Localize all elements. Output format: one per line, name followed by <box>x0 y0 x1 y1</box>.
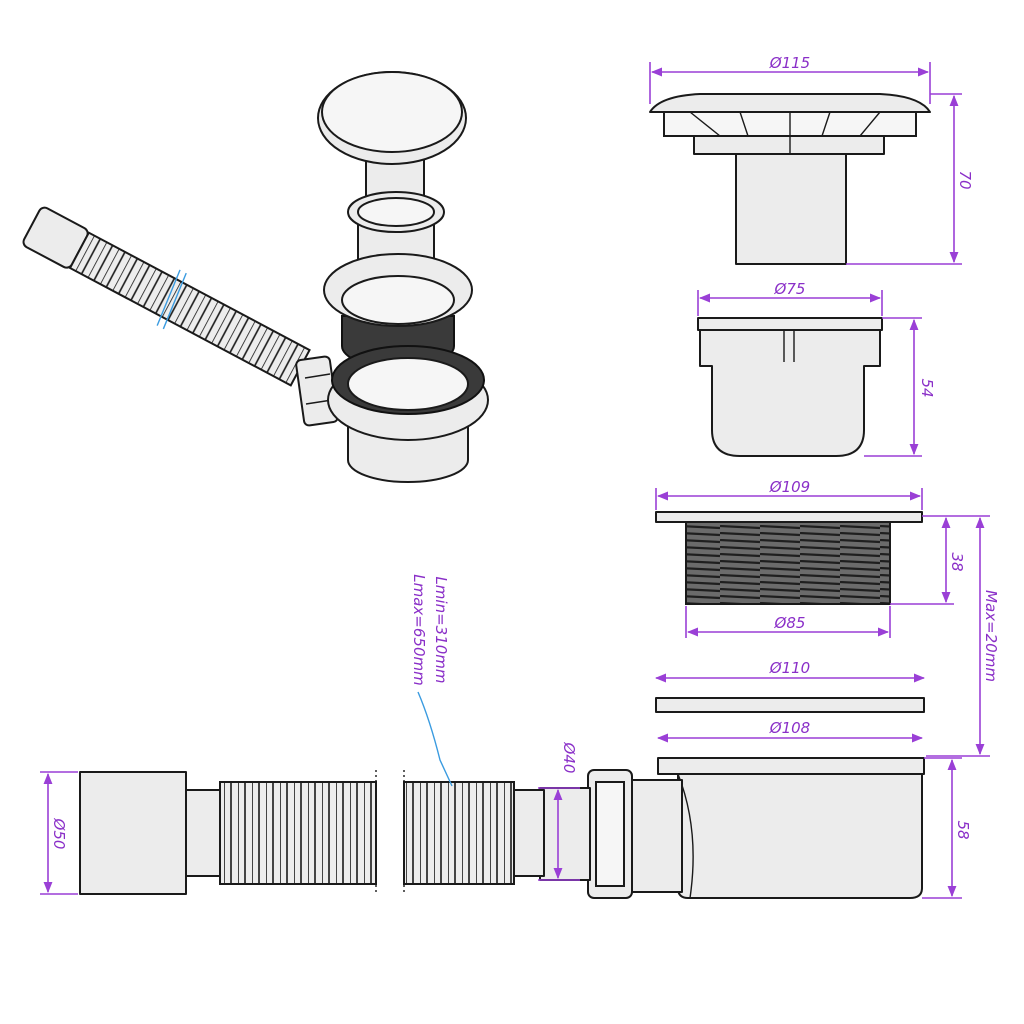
sleeve-height-label: 54 <box>918 378 936 397</box>
flange-dimensions: Ø109 Ø85 38 Max=20mm <box>655 478 1000 757</box>
cap-height-label: 70 <box>956 170 974 189</box>
flange-diameter-label: Ø109 <box>769 478 810 496</box>
hose-length-max-label: Lmax=650mm <box>410 574 428 685</box>
cap-diameter-label: Ø115 <box>769 54 810 72</box>
iso-body <box>327 345 489 483</box>
iso-cap <box>317 71 467 201</box>
sleeve-diameter-label: Ø75 <box>774 280 806 298</box>
sleeve-dimensions: Ø75 54 <box>697 280 936 457</box>
thread-diameter-label: Ø85 <box>774 614 806 632</box>
outlet-diameter-label: Ø40 <box>560 742 578 774</box>
hose-dimensions: Ø50 Lmin=310mm Lmax=650mm <box>40 574 453 895</box>
body-height-label: 58 <box>954 820 972 839</box>
hose-end-diameter-label: Ø50 <box>50 818 68 850</box>
sleeve-side-view <box>697 317 883 457</box>
cap-dimensions: Ø115 70 <box>649 54 974 265</box>
threaded-flange-view <box>655 511 923 605</box>
ring-diameter-label: Ø110 <box>769 659 810 677</box>
iso-hose <box>22 206 311 387</box>
hose-side-view <box>79 770 545 895</box>
body-side-view <box>539 757 925 899</box>
body-diameter-label: Ø108 <box>769 719 810 737</box>
seal-ring-view: Ø110 Ø108 <box>654 659 926 743</box>
body-dimensions: 58 Ø40 <box>538 742 972 899</box>
thread-height-label: 38 <box>948 552 966 571</box>
cap-side-view <box>649 93 931 265</box>
adjust-range-label: Max=20mm <box>982 590 1000 682</box>
hose-length-min-label: Lmin=310mm <box>432 576 450 683</box>
exploded-view <box>22 71 489 483</box>
